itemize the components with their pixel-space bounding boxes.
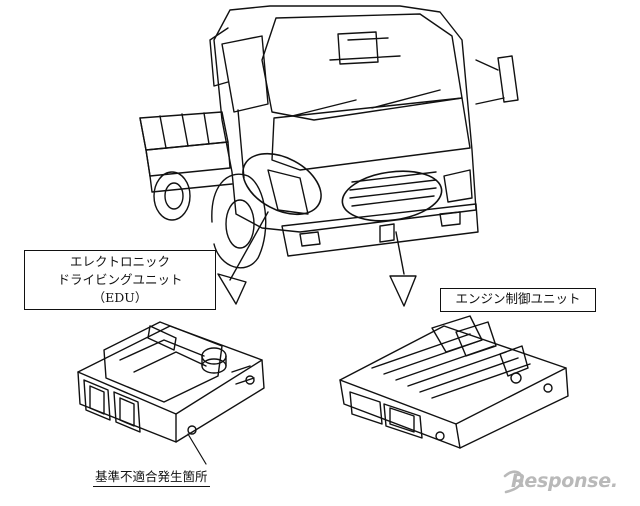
- ecu-location-highlight: [341, 170, 443, 222]
- edu-module: [77, 321, 265, 465]
- edu-location-highlight: [242, 152, 322, 216]
- edu-label-box: エレクトロニック ドライビングユニット （EDU）: [24, 250, 216, 310]
- ecu-label-box: エンジン制御ユニット: [440, 288, 596, 312]
- edu-label-line1: エレクトロニック: [69, 254, 170, 269]
- edu-label-line2: ドライビングユニット: [57, 272, 183, 287]
- edu-arrow: [217, 211, 269, 305]
- cab: [209, 5, 519, 257]
- watermark-text: Response.: [511, 470, 618, 492]
- truck-illustration: [139, 5, 519, 269]
- ecu-module: [339, 315, 569, 449]
- edu-label-line3: （EDU）: [92, 290, 148, 305]
- front-wheel: [211, 173, 267, 269]
- watermark-logo-icon: [503, 470, 524, 494]
- ecu-label: エンジン制御ユニット: [455, 291, 581, 306]
- cargo-bed: [139, 111, 233, 193]
- defect-location-label: 基準不適合発生箇所: [93, 466, 210, 487]
- ecu-arrow: [389, 231, 417, 307]
- rear-wheel: [153, 171, 191, 221]
